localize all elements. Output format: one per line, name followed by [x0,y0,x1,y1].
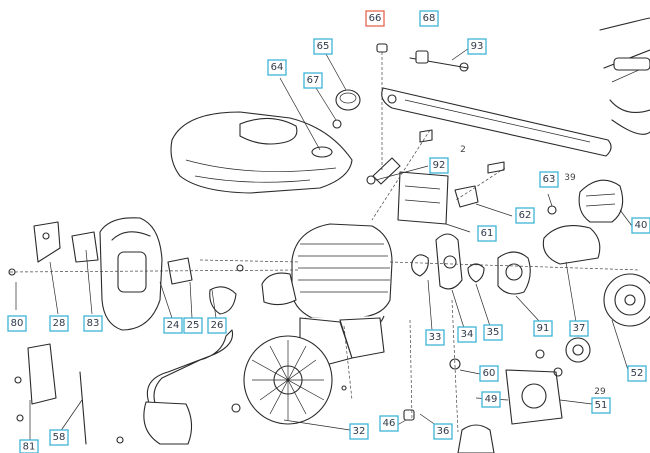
callout-35-text: 35 [487,327,500,338]
callout-63: 63 [539,171,559,188]
callout-40: 40 [631,217,650,234]
callout-37-text: 37 [573,323,586,334]
callout-24-text: 24 [167,320,180,331]
chain-brake [578,179,624,223]
left-bracket [33,221,61,263]
callout-33-text: 33 [429,332,442,343]
callout-51: 51 [591,397,611,414]
callout-60-text: 60 [483,368,496,379]
callout-93: 93 [467,38,487,55]
callout-68-text: 68 [423,13,436,24]
callout-32: 32 [349,423,369,440]
oil-pump-cover [505,349,563,425]
callout-28-text: 28 [53,318,66,329]
callout-65: 65 [313,38,333,55]
callout-63-text: 63 [543,174,556,185]
callout-81-text: 81 [23,442,36,453]
callout-32-text: 32 [353,426,366,437]
plain-number-2: 2 [460,145,466,155]
leader-lines [9,45,641,440]
saw-chain [599,17,650,135]
screws [8,264,347,444]
callout-64-text: 64 [271,62,284,73]
callout-62-text: 62 [519,210,532,221]
callout-67-text: 67 [307,75,320,86]
callout-49-text: 49 [485,394,498,405]
callout-91-text: 91 [537,323,550,334]
callout-52: 52 [627,365,647,382]
clutch-assembly [411,233,531,295]
callout-25-text: 25 [187,320,200,331]
engine-cylinder [261,223,393,337]
callout-61-text: 61 [481,228,494,239]
callout-61: 61 [477,225,497,242]
callout-26: 26 [207,317,227,334]
callout-80: 80 [7,315,27,332]
callout-46: 46 [379,415,399,432]
callout-64: 64 [267,59,287,76]
callout-34-text: 34 [461,329,474,340]
flywheel [243,335,333,425]
top-cover [170,111,353,194]
bar-bolts [376,43,505,208]
callout-34: 34 [457,326,477,343]
callout-66-text: 66 [369,13,382,24]
callout-labels: 66 68 93 65 64 67 92 62 63 61 40 80 28 8… [7,10,650,453]
callout-62: 62 [515,207,535,224]
callout-36: 36 [433,423,453,440]
spark-plug [366,157,401,185]
callout-40-text: 40 [635,220,648,231]
callout-52-text: 52 [631,368,644,379]
callout-33: 33 [425,329,445,346]
callout-37: 37 [569,320,589,337]
callout-83: 83 [83,315,103,332]
callout-24: 24 [163,317,183,334]
callout-26-text: 26 [211,320,224,331]
callout-92: 92 [429,157,449,174]
carb-gaskets [167,257,237,315]
filler-cap [332,89,361,129]
callout-58-text: 58 [53,432,66,443]
callout-36-text: 36 [437,426,450,437]
callout-91: 91 [533,320,553,337]
callout-60: 60 [479,365,499,382]
plain-number-29: 29 [594,387,606,397]
callout-58: 58 [49,429,69,446]
callout-81: 81 [19,439,39,453]
callout-80-text: 80 [11,318,24,329]
callout-68: 68 [419,10,439,27]
plain-number-39: 39 [564,173,576,183]
callout-46-text: 46 [383,418,396,429]
callout-93-text: 93 [471,41,484,52]
guide-bar [381,87,612,157]
callout-28: 28 [49,315,69,332]
callout-83-text: 83 [87,318,100,329]
callout-25: 25 [183,317,203,334]
callout-65-text: 65 [317,41,330,52]
sprocket-wheel [603,273,650,327]
bottom-bracket [27,343,87,445]
bottom-parts [403,358,495,453]
deflector-plate [397,171,449,225]
callout-66: 66 [365,10,385,27]
callout-51-text: 51 [595,400,608,411]
front-handle [143,329,234,445]
callout-35: 35 [483,324,503,341]
sprocket-drum [565,337,591,363]
callout-67: 67 [303,72,323,89]
callout-49: 49 [481,391,501,408]
starter-housing [71,217,163,331]
callout-92-text: 92 [433,160,446,171]
